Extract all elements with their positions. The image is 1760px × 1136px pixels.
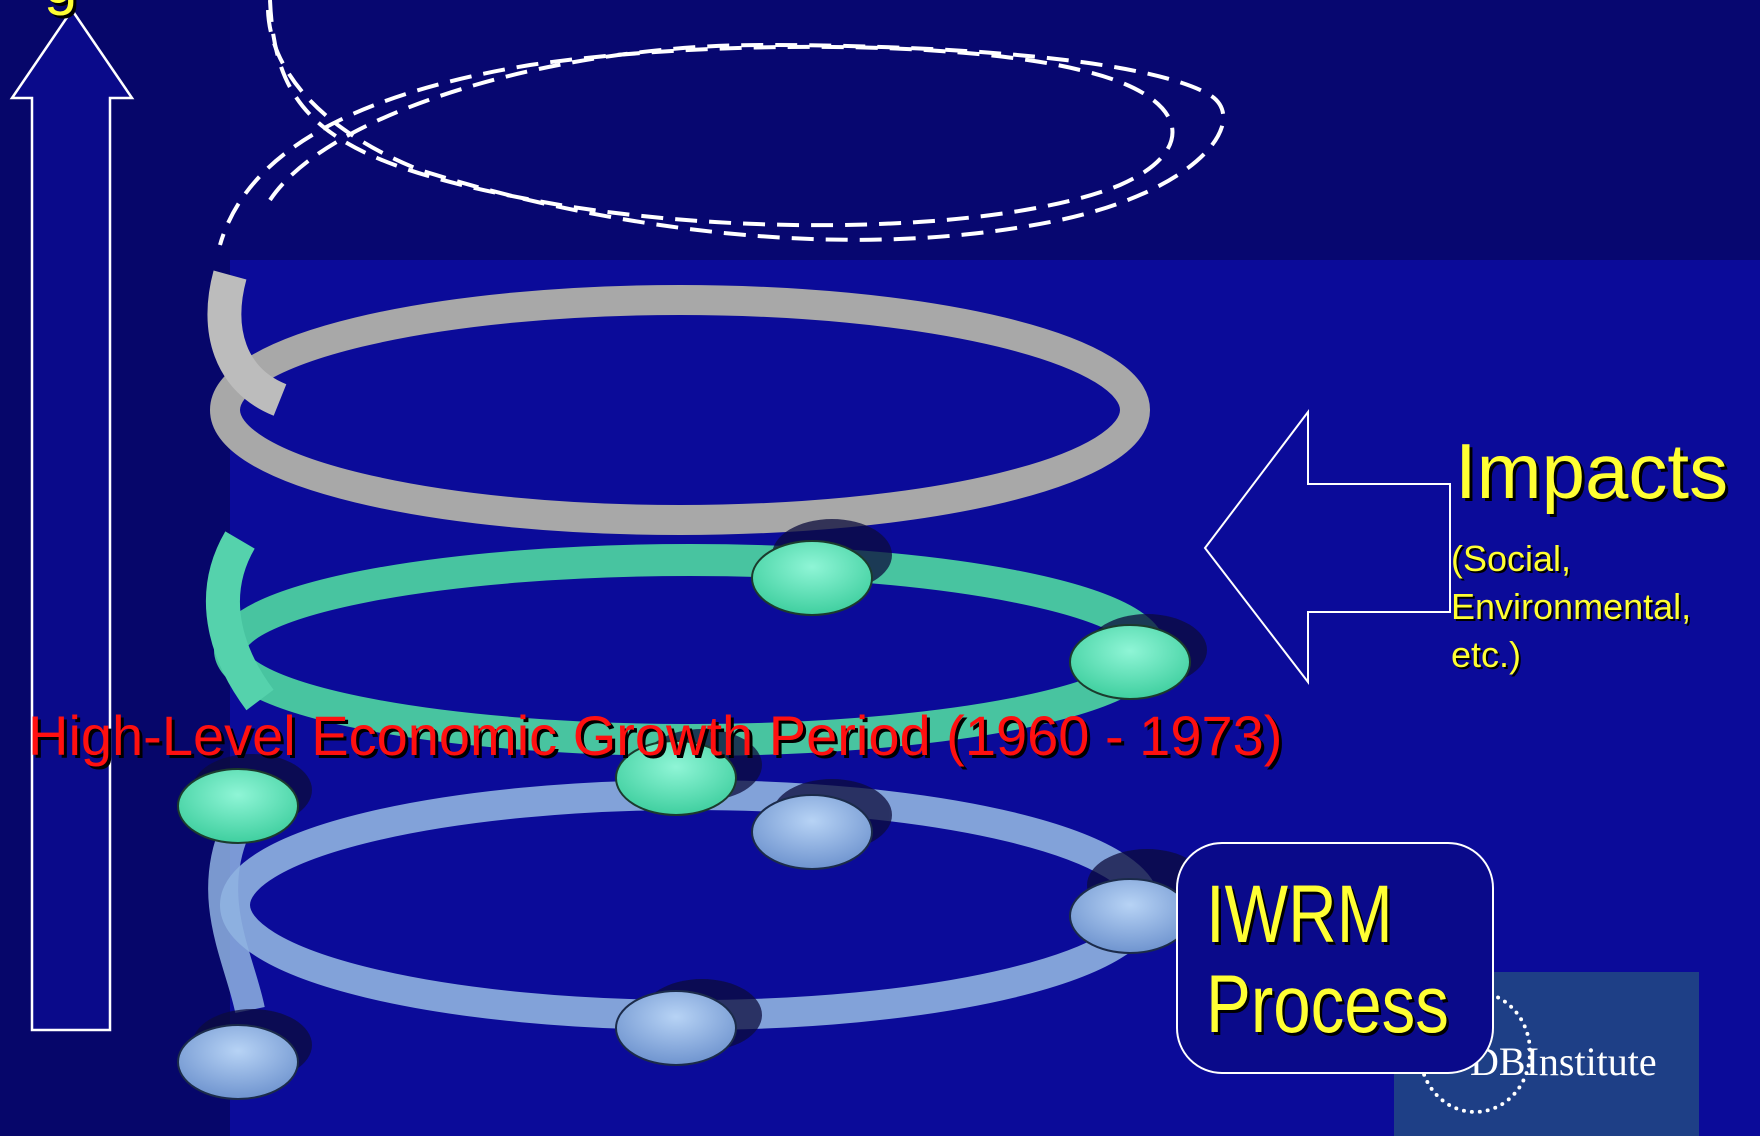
node-blue — [751, 794, 873, 870]
iwrm-line-1: IWRM — [1206, 869, 1393, 960]
node-green — [615, 740, 737, 816]
period-label: High-Level Economic Growth Period (1960 … — [28, 704, 1283, 767]
impacts-subtitle: (Social, Environmental, etc.) — [1451, 535, 1691, 679]
background-top-band — [0, 0, 1760, 260]
iwrm-line-2: Process — [1206, 959, 1449, 1050]
logo-text: DBInstitute — [1470, 1039, 1657, 1084]
impacts-title: Impacts — [1455, 427, 1729, 515]
dashed-future-loops — [218, 0, 1226, 246]
node-blue — [615, 990, 737, 1066]
node-green — [177, 768, 299, 844]
iwrm-label: IWRM Process — [1206, 870, 1449, 1050]
node-blue — [1069, 878, 1191, 954]
node-green — [751, 540, 873, 616]
impacts-line: Environmental, — [1451, 586, 1692, 627]
impacts-line: (Social, — [1451, 538, 1572, 579]
vertical-arrow-label: g — [44, 0, 77, 17]
iwrm-box — [1176, 842, 1494, 1074]
impacts-line: etc.) — [1451, 634, 1522, 675]
impacts-arrow — [1203, 409, 1451, 685]
vertical-up-arrow — [9, 7, 135, 1032]
node-blue — [177, 1024, 299, 1100]
node-green — [1069, 624, 1191, 700]
loop-top — [207, 270, 1150, 535]
